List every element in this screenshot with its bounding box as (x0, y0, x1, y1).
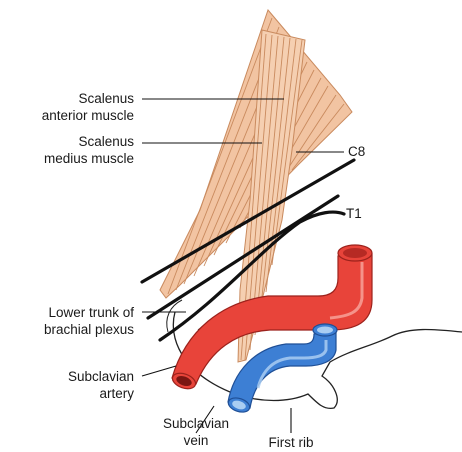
lower-trunk-nerve (146, 194, 340, 320)
label-c8: C8 (348, 144, 366, 159)
t1-nerve (158, 210, 346, 342)
label-subclavian-artery: Subclavian artery (10, 368, 134, 402)
label-scalenus-anterior: Scalenus anterior muscle (10, 90, 134, 124)
label-subclavian-vein-line2: vein (183, 433, 209, 448)
label-scalenus-medius-line1: Scalenus (78, 134, 134, 149)
label-lower-trunk-line1: Lower trunk of (48, 305, 134, 320)
c8-nerve (140, 158, 356, 284)
label-scalenus-anterior-line1: Scalenus (78, 91, 134, 106)
label-subclavian-artery-line2: artery (99, 386, 134, 401)
label-subclavian-artery-line1: Subclavian (67, 369, 134, 384)
label-scalenus-medius-line2: medius muscle (43, 151, 134, 166)
label-scalenus-anterior-line2: anterior muscle (41, 108, 134, 123)
leader-subclavian-vein (195, 405, 215, 434)
label-t1: T1 (346, 206, 362, 221)
leader-lines (141, 98, 344, 434)
label-lower-trunk-line2: brachial plexus (43, 322, 134, 337)
label-lower-trunk: Lower trunk of brachial plexus (4, 304, 134, 338)
label-subclavian-vein: Subclavian vein (146, 415, 246, 449)
label-scalenus-medius: Scalenus medius muscle (10, 133, 134, 167)
subclavian-vein (227, 323, 338, 413)
label-subclavian-vein-line1: Subclavian (162, 416, 230, 431)
subclavian-artery (171, 244, 373, 390)
label-first-rib: First rib (268, 435, 314, 450)
leader-subclavian-artery (141, 365, 177, 377)
